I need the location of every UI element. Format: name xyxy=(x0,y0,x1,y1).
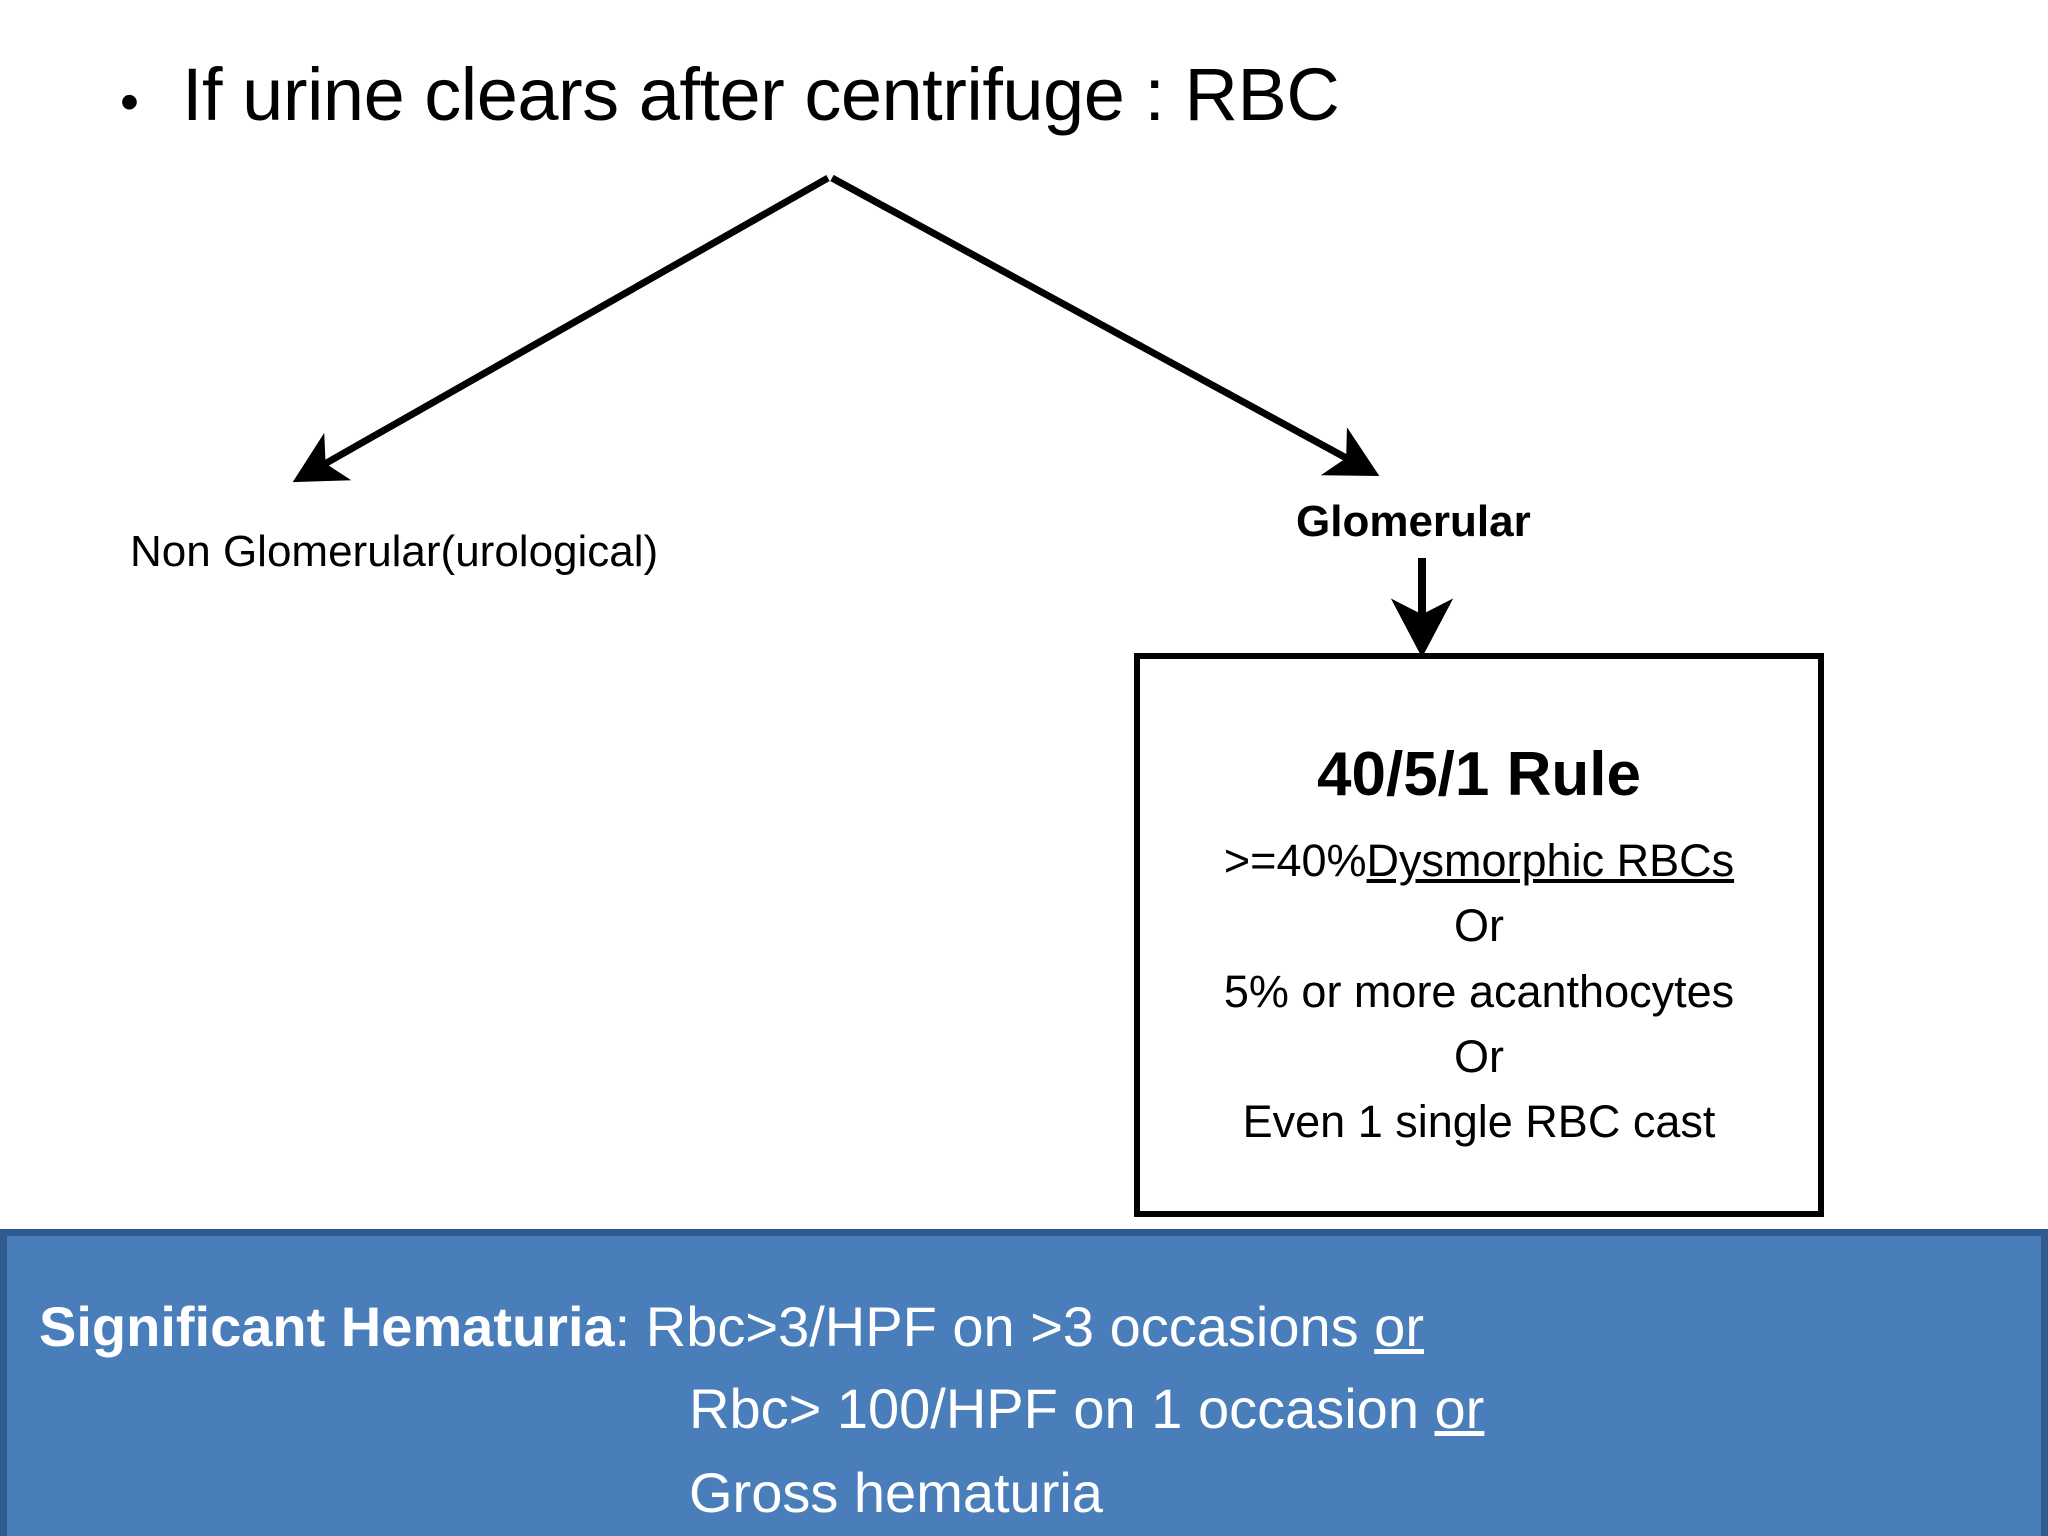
rule-box-line-1: >=40%Dysmorphic RBCs xyxy=(1140,837,1818,884)
rule-box-line-2: Or xyxy=(1454,900,1504,952)
banner-line-2-middle: Rbc> 100/HPF on 1 occasion xyxy=(689,1377,1435,1440)
banner-line-1-middle: : Rbc>3/HPF on >3 occasions xyxy=(614,1295,1375,1358)
arrow-to-glomerular xyxy=(830,174,1380,477)
rule-line-1-prefix: >=40% xyxy=(1223,835,1367,887)
banner-line-2: Rbc> 100/HPF on 1 occasion or xyxy=(689,1378,1484,1440)
title-bullet-row: • If urine clears after centrifuge : RBC xyxy=(120,53,1340,136)
arrow-to-non-glomerular xyxy=(292,174,830,483)
banner-line-2-underlined: or xyxy=(1434,1377,1485,1440)
rule-box-line-5: Even 1 single RBC cast xyxy=(1242,1096,1716,1148)
branch-label-glomerular: Glomerular xyxy=(1296,497,1531,546)
banner-line-3: Gross hematuria xyxy=(689,1461,1103,1524)
rule-box: 40/5/1 Rule >=40%Dysmorphic RBCs Or 5% o… xyxy=(1134,653,1824,1217)
branch-label-non-glomerular: Non Glomerular(urological) xyxy=(130,527,659,576)
banner-line-1: Significant Hematuria: Rbc>3/HPF on >3 o… xyxy=(39,1296,1424,1358)
bullet-icon: • xyxy=(120,72,139,132)
rule-box-line-3: 5% or more acanthocytes xyxy=(1223,965,1735,1017)
rule-line-1-underlined: Dysmorphic RBCs xyxy=(1366,835,1735,887)
banner-line-1-bold: Significant Hematuria xyxy=(39,1295,615,1358)
rule-box-heading: 40/5/1 Rule xyxy=(1317,740,1641,809)
significant-hematuria-banner: Significant Hematuria: Rbc>3/HPF on >3 o… xyxy=(0,1229,2048,1536)
banner-line-1-underlined: or xyxy=(1374,1295,1424,1358)
page-title: If urine clears after centrifuge : RBC xyxy=(182,53,1340,136)
rule-box-line-4: Or xyxy=(1454,1030,1504,1082)
